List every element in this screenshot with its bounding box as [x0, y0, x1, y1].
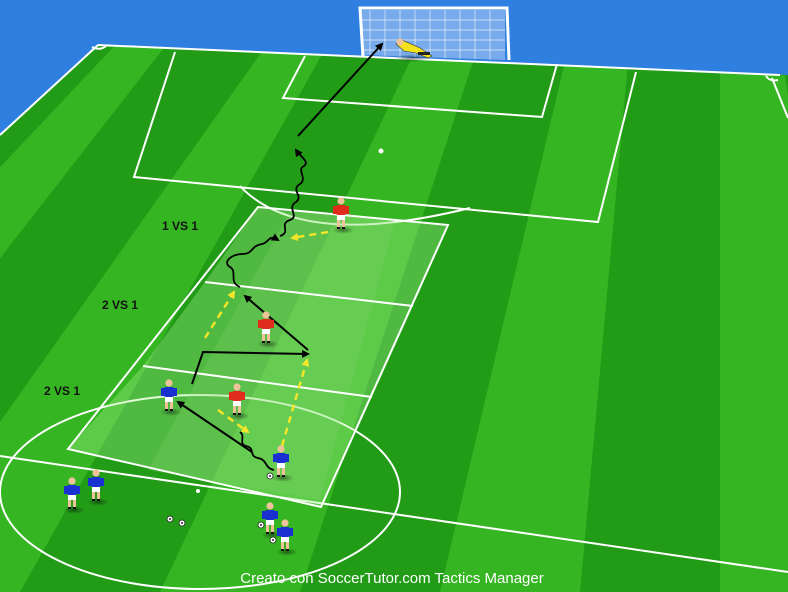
centre-spot — [196, 489, 200, 493]
centre-circle — [0, 394, 401, 590]
run-arrow — [176, 400, 253, 453]
balls — [166, 472, 277, 544]
dribble-arrow — [279, 148, 307, 237]
defender-player — [228, 383, 250, 420]
zone-1v1 — [205, 207, 448, 306]
ball — [166, 515, 174, 523]
attacker-player — [272, 445, 294, 482]
zone-2v1-bottom — [68, 366, 372, 507]
six-yard-box — [281, 55, 558, 119]
pass-arrow — [203, 290, 236, 339]
dribble-arrow — [226, 233, 280, 288]
player-runs — [176, 42, 384, 453]
pitch-lines — [0, 44, 788, 590]
ball — [269, 536, 277, 544]
pass-arrow — [217, 409, 250, 434]
dribbles — [226, 148, 307, 471]
dribble-arrow — [239, 431, 275, 471]
corner-arc-right — [765, 75, 779, 82]
right-touchline — [771, 77, 788, 119]
attacker-player — [160, 379, 182, 416]
players — [63, 197, 354, 556]
penalty-arc — [239, 185, 471, 226]
defender-player — [257, 311, 279, 348]
run-arrow — [243, 294, 309, 351]
pass-arrow — [280, 358, 310, 447]
passes — [203, 230, 329, 447]
ball — [266, 472, 274, 480]
attacker-player — [63, 477, 85, 514]
defender-player — [332, 197, 354, 234]
training-zones — [66, 205, 450, 509]
attacker-player — [276, 519, 298, 556]
goal-line — [97, 44, 781, 76]
pass-arrow — [290, 230, 329, 241]
goalkeeper — [394, 38, 433, 62]
zone-label-1v1: 1 VS 1 — [162, 219, 198, 233]
zone-2v1-top — [143, 282, 413, 397]
penalty-area — [132, 51, 637, 224]
penalty-spot — [378, 148, 384, 154]
zone-label-2v1-bottom: 2 VS 1 — [44, 384, 80, 398]
ball — [257, 521, 265, 529]
watermark: Creato con SoccerTutor.com Tactics Manag… — [240, 570, 543, 587]
corner-arc-left — [91, 45, 107, 50]
run-arrow — [191, 349, 310, 385]
left-touchline — [0, 44, 99, 136]
run-arrow — [297, 42, 384, 137]
zone-corridor — [148, 211, 395, 500]
goal-net — [360, 10, 505, 60]
goal — [358, 6, 511, 61]
attacker-player — [87, 469, 109, 506]
ball — [178, 519, 186, 527]
zone-label-2v1-top: 2 VS 1 — [102, 298, 138, 312]
